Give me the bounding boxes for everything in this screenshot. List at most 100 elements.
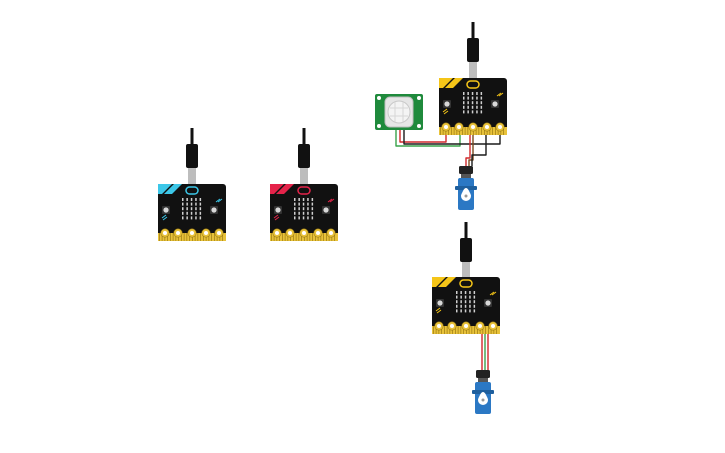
pin-hole — [217, 231, 221, 235]
led — [190, 211, 193, 215]
led — [186, 211, 188, 215]
edge-pin-divider — [214, 233, 215, 241]
edge-pin-divider — [295, 233, 297, 241]
pin-hole — [491, 324, 495, 328]
board-logo — [459, 279, 473, 288]
board-logo — [185, 186, 199, 195]
edge-pin-divider — [488, 326, 489, 334]
usb-cable-icon[interactable] — [298, 128, 310, 184]
edge-pin-divider — [189, 233, 190, 241]
led — [302, 207, 305, 211]
led — [473, 300, 476, 304]
usb-plug-housing — [467, 38, 479, 62]
edge-pin-divider — [453, 127, 455, 135]
led — [471, 92, 474, 95]
edge-pin-divider — [435, 326, 437, 334]
edge-pin-divider — [482, 326, 484, 334]
led — [480, 101, 483, 105]
pin-hole — [302, 231, 306, 235]
led — [469, 304, 471, 308]
microbit-board-yellow-servo[interactable] — [432, 277, 500, 334]
led — [298, 211, 300, 215]
led — [464, 300, 467, 304]
microbit-board-cyan[interactable] — [158, 184, 226, 241]
edge-pin-divider — [172, 233, 174, 241]
edge-pin-divider — [475, 127, 477, 135]
led — [307, 207, 309, 211]
pir-corner-hole — [377, 124, 381, 128]
servo-lead — [478, 378, 488, 382]
led — [480, 105, 483, 109]
led — [464, 309, 467, 313]
led — [467, 105, 469, 109]
edge-pin-divider — [433, 326, 434, 334]
edge-pin-divider — [496, 326, 497, 334]
board-accent-stripe — [270, 184, 284, 194]
edge-pin-divider — [200, 233, 201, 241]
led — [456, 295, 458, 299]
edge-pin-divider — [478, 127, 480, 135]
pin-hole — [498, 125, 502, 129]
edge-pin-divider — [194, 233, 196, 241]
servo-horn-arm — [461, 188, 471, 196]
led — [460, 291, 462, 294]
led — [199, 216, 202, 220]
edge-pin-divider — [440, 127, 441, 135]
edge-pin-divider — [457, 326, 459, 334]
led — [476, 105, 478, 109]
button-a — [444, 101, 450, 107]
edge-pin-divider — [462, 127, 463, 135]
edge-pin-divider — [279, 233, 280, 241]
edge-pin-divider — [477, 326, 478, 334]
led — [456, 304, 458, 308]
led — [190, 202, 193, 206]
edge-pin-divider — [323, 233, 324, 241]
servo-motor-icon[interactable] — [472, 370, 494, 414]
microbit-board-red[interactable] — [270, 184, 338, 241]
usb-cord — [471, 22, 475, 38]
board-marking — [161, 214, 168, 221]
usb-cable-icon[interactable] — [186, 128, 198, 184]
board-marking — [489, 291, 497, 296]
pin-hole — [275, 231, 279, 235]
led — [294, 202, 296, 206]
pin-hole — [316, 231, 320, 235]
edge-pin-divider — [181, 233, 182, 241]
led — [186, 202, 188, 206]
wire-pir-power — [399, 130, 447, 143]
led — [469, 291, 471, 294]
usb-plug-metal — [300, 168, 308, 184]
board-accent-stripe — [276, 184, 294, 194]
led — [467, 101, 469, 105]
pir-motion-sensor-icon[interactable] — [375, 94, 423, 130]
wire-servo-a-ground — [471, 133, 487, 166]
edge-pin-divider — [197, 233, 199, 241]
led — [463, 92, 465, 95]
board-logo — [466, 80, 480, 89]
usb-plug-housing — [460, 238, 472, 262]
led — [195, 198, 197, 201]
led — [190, 207, 193, 211]
servo-motor-icon[interactable] — [455, 166, 477, 210]
servo-connector — [476, 370, 490, 378]
microbit-board-yellow-pir[interactable] — [439, 78, 507, 135]
led — [195, 207, 197, 211]
led — [311, 216, 314, 220]
usb-cable-icon[interactable] — [460, 222, 472, 278]
led — [463, 96, 465, 100]
pin-hole — [176, 231, 180, 235]
edge-pin-divider — [312, 233, 313, 241]
edge-pin-divider — [446, 326, 448, 334]
usb-cord — [190, 128, 194, 144]
edge-pin-divider — [489, 127, 491, 135]
led — [190, 216, 193, 220]
usb-plug-metal — [462, 262, 470, 278]
edge-pin-divider — [159, 233, 160, 241]
edge-pin-divider — [170, 233, 171, 241]
pin-hole — [485, 125, 489, 129]
pin-hole — [163, 231, 167, 235]
pir-corner-hole — [417, 96, 421, 100]
led — [182, 216, 184, 220]
led — [311, 211, 314, 215]
usb-cable-icon[interactable] — [467, 22, 479, 78]
